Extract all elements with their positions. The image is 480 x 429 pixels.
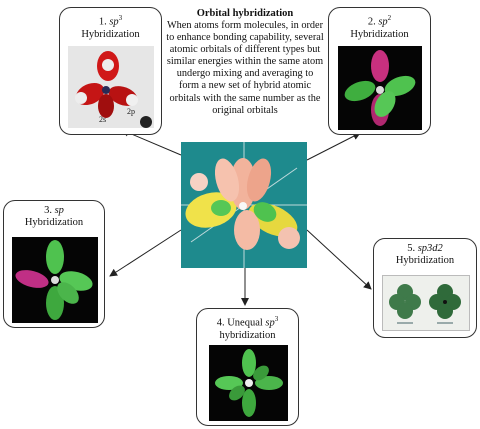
sp-orbital-image [12, 237, 98, 323]
box-unequal-sup: 3 [274, 315, 279, 323]
box-sp2-sup: 2 [387, 14, 392, 22]
center-description: When atoms form molecules, in order to e… [166, 20, 324, 116]
box-sp2-title: 2. sp2 [329, 12, 430, 29]
center-title: Orbital hybridization [196, 8, 294, 19]
center-hybrid-orbital-image [181, 142, 307, 268]
orbital-2s-label: 2s [99, 115, 106, 124]
box-unequal-title: 4. Unequal sp3 [197, 313, 298, 330]
box-sp2-number: 2. [367, 16, 376, 28]
box-sp-hybridization: 3. sp Hybridization [3, 200, 105, 328]
box-sp3-title: 1. sp3 [60, 12, 161, 29]
box-sp-number: 3. [44, 205, 52, 216]
box-sp2-label: Hybridization [350, 28, 409, 40]
box-sp3-label: Hybridization [81, 28, 140, 40]
sp3d2-orbital-image [382, 275, 470, 331]
unequal-sp3-orbital-image [209, 345, 288, 421]
box-unequal-label: hybridization [219, 329, 276, 341]
box-sp3-sup: 3 [118, 14, 123, 22]
box-sp3-hybridization: 1. sp3 Hybridization 2s 2p [59, 7, 162, 135]
box-sp3-name: sp [109, 16, 119, 28]
box-unequal-sp3-hybridization: 4. Unequal sp3 hybridization [196, 308, 299, 426]
box-sp3d2-title: 5. sp3d2 [374, 243, 476, 255]
arrow-to-sp2 [306, 132, 361, 161]
box-sp-name: sp [54, 205, 64, 216]
sp2-orbital-image [338, 46, 422, 130]
box-sp3d2-number: 5. [407, 243, 416, 254]
arrow-to-sp3d2 [306, 229, 372, 290]
box-sp3d2-label: Hybridization [395, 255, 455, 266]
box-sp3d2-hybridization: 5. sp3d2 Hybridization [373, 238, 477, 338]
arrow-to-sp [109, 229, 182, 277]
box-sp2-hybridization: 2. sp2 Hybridization [328, 7, 431, 135]
box-sp2-name: sp [378, 16, 388, 28]
box-sp3d2-name: sp3d2 [417, 243, 443, 254]
sp3-orbital-image: 2s 2p [68, 46, 154, 128]
box-sp3-number: 1. [98, 16, 107, 28]
orbital-2p-label: 2p [127, 107, 135, 116]
box-unequal-prefix: 4. Unequal [216, 317, 263, 329]
box-sp-title: 3. sp [4, 205, 104, 217]
box-unequal-name: sp [265, 317, 275, 329]
box-sp-label: Hybridization [24, 217, 84, 228]
